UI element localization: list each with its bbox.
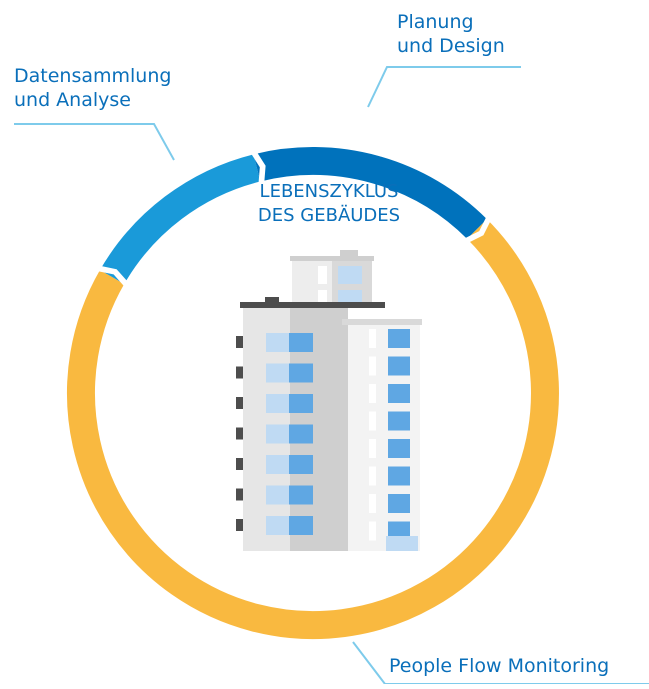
data-leader-line <box>14 123 175 161</box>
building-window <box>369 521 376 541</box>
building-window <box>388 384 410 403</box>
building-roof-cap <box>340 250 358 258</box>
planning-design-label-line-1: Planung <box>397 11 474 33</box>
building-window <box>388 439 410 458</box>
building-window <box>318 290 327 302</box>
building-main-windows <box>266 333 313 535</box>
planning-design-label-line-2: und Design <box>397 35 505 57</box>
building-window <box>266 333 289 352</box>
building-window <box>266 394 289 413</box>
data-analysis-label-line-2: und Analyse <box>14 89 131 111</box>
building-top-roof <box>290 256 374 261</box>
lifecycle-title-line-1: LEBENSZYKLUS <box>259 181 399 202</box>
ring-chevron-separator <box>95 265 130 289</box>
data-analysis-ring-segment <box>99 154 261 285</box>
building-window <box>388 466 410 486</box>
building-balcony <box>236 488 243 501</box>
data-analysis-label-line-1: Datensammlung <box>14 65 172 87</box>
building-window <box>338 266 362 284</box>
building-balcony <box>236 397 243 409</box>
planning-design-ring-segment <box>253 147 487 239</box>
building-window <box>369 384 376 403</box>
planning-leader-line <box>367 66 521 108</box>
building-window <box>388 356 410 376</box>
building-window <box>289 516 313 535</box>
building-window <box>289 485 313 505</box>
building-window <box>266 363 289 383</box>
building-window <box>289 424 313 444</box>
building-window <box>388 521 410 541</box>
ring-chevron-separator <box>462 214 492 244</box>
building-window <box>266 455 289 474</box>
building-window <box>369 411 376 431</box>
building-window <box>266 485 289 505</box>
building-illustration <box>236 250 422 551</box>
building-window <box>388 329 410 348</box>
building-window <box>289 333 313 352</box>
building-balcony <box>236 336 243 348</box>
building-side-roof <box>342 319 422 325</box>
people-flow-label: People Flow Monitoring <box>389 654 609 678</box>
building-window <box>338 290 362 302</box>
people-flow-ring-segment <box>67 219 559 640</box>
building-balcony <box>236 366 243 379</box>
building-roof-box <box>265 297 279 304</box>
building-window <box>388 494 410 513</box>
ring-chevron-separator <box>249 149 266 187</box>
building-window <box>318 266 327 284</box>
building-window <box>289 455 313 474</box>
building-window <box>369 439 376 458</box>
building-side-windows <box>369 329 418 551</box>
people-flow-label-line-1: People Flow Monitoring <box>389 655 610 677</box>
building-window <box>369 329 376 348</box>
building-balconies <box>236 336 243 531</box>
building-side-base <box>386 536 418 551</box>
planning-design-label: Planung und Design <box>397 10 505 58</box>
building-window <box>369 466 376 486</box>
building-window <box>369 356 376 376</box>
building-window <box>289 394 313 413</box>
building-window <box>266 424 289 444</box>
building-main-roof <box>240 302 385 308</box>
building-window <box>369 494 376 513</box>
data-analysis-label: Datensammlung und Analyse <box>14 64 171 112</box>
building-balcony <box>236 427 243 440</box>
lifecycle-title-line-2: DES GEBÄUDES <box>257 205 401 226</box>
building-balcony <box>236 519 243 531</box>
building-window <box>266 516 289 535</box>
building-window <box>388 411 410 431</box>
building-window <box>289 363 313 383</box>
lifecycle-title: LEBENSZYKLUS DES GEBÄUDES <box>204 180 454 228</box>
building-balcony <box>236 458 243 470</box>
